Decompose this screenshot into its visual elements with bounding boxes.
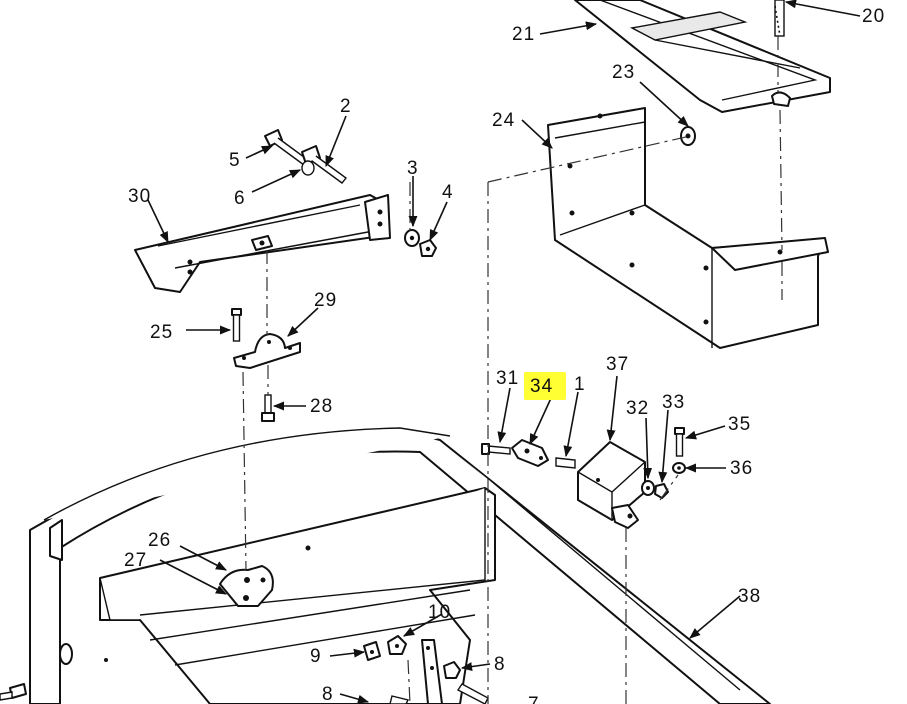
callout-8-left: 8 bbox=[322, 684, 334, 704]
part-34-mount bbox=[511, 439, 549, 467]
callout-2: 2 bbox=[340, 96, 352, 117]
part-37-bracket bbox=[577, 441, 646, 529]
part-8-bolt-lower bbox=[389, 695, 410, 704]
part-25-bolt bbox=[231, 308, 242, 342]
part-36-washer bbox=[672, 462, 686, 474]
callout-24: 24 bbox=[492, 110, 515, 131]
callout-32: 32 bbox=[626, 398, 649, 419]
callout-4: 4 bbox=[442, 182, 454, 203]
part-bottom-left-bolt bbox=[0, 683, 27, 701]
part-33-nut bbox=[654, 483, 669, 499]
callout-5: 5 bbox=[229, 150, 241, 171]
part-8-nut bbox=[443, 661, 461, 679]
callout-9: 9 bbox=[310, 646, 322, 667]
part-20-bolt bbox=[774, 0, 785, 37]
callout-25: 25 bbox=[150, 322, 173, 343]
part-28-bolt bbox=[261, 394, 275, 422]
callout-21: 21 bbox=[512, 24, 535, 45]
part-29-engine-mount bbox=[233, 333, 301, 369]
leader-lines bbox=[147, 0, 861, 704]
callout-20: 20 bbox=[862, 6, 885, 27]
callout-29: 29 bbox=[314, 290, 337, 311]
callout-6: 6 bbox=[234, 188, 246, 209]
part-10-nut bbox=[387, 635, 407, 655]
part-9-bolt bbox=[363, 641, 381, 661]
part-1-bolt bbox=[555, 457, 576, 469]
part-21-top-channel bbox=[574, 0, 831, 113]
callout-36: 36 bbox=[730, 458, 753, 479]
callout-31: 31 bbox=[496, 368, 519, 389]
part-23-washer bbox=[680, 126, 696, 146]
callout-30: 30 bbox=[128, 186, 151, 207]
part-4-nut bbox=[419, 239, 437, 257]
callout-1: 1 bbox=[574, 374, 586, 395]
part-24-battery-box bbox=[547, 107, 829, 349]
part-32-nut bbox=[641, 480, 655, 496]
callout-34-highlight bbox=[524, 372, 566, 400]
part-31-bolt bbox=[481, 443, 511, 455]
part-6-washer bbox=[301, 160, 315, 176]
callout-28: 28 bbox=[310, 396, 333, 417]
callout-8-right: 8 bbox=[494, 654, 506, 675]
part-2-bolt bbox=[301, 145, 348, 184]
callout-7: 7 bbox=[528, 694, 540, 704]
callout-27: 27 bbox=[124, 550, 147, 571]
alignment-lines bbox=[242, 36, 783, 704]
part-link-bar bbox=[421, 639, 443, 704]
callout-26: 26 bbox=[148, 530, 171, 551]
part-7-bolt bbox=[456, 683, 489, 704]
part-5-bolt bbox=[264, 129, 310, 166]
callout-labels: 20 21 23 24 2 5 6 3 4 30 29 25 28 31 34 … bbox=[124, 6, 885, 704]
callout-3: 3 bbox=[407, 158, 419, 179]
callout-34: 34 bbox=[530, 376, 553, 397]
part-3-washer bbox=[404, 229, 420, 247]
callout-23: 23 bbox=[612, 62, 635, 83]
part-26-mount bbox=[219, 565, 274, 607]
callout-37: 37 bbox=[606, 354, 629, 375]
callout-33: 33 bbox=[662, 392, 685, 413]
callout-35: 35 bbox=[728, 414, 751, 435]
part-30-support-bracket bbox=[134, 194, 391, 293]
callout-38: 38 bbox=[738, 586, 761, 607]
part-35-bolt bbox=[674, 427, 685, 457]
callout-10: 10 bbox=[428, 602, 451, 623]
